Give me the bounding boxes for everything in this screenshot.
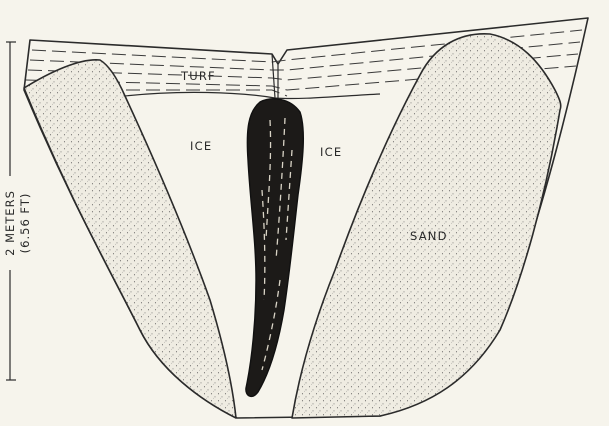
label-sand: SAND (410, 229, 448, 243)
turf-base (125, 92, 380, 98)
scale-label-feet: (6.56 FT) (18, 193, 32, 254)
scale-label-meters: 2 METERS (3, 190, 17, 256)
label-ice-right: ICE (320, 145, 342, 159)
sand-right (292, 34, 561, 418)
organic-vein (246, 99, 303, 397)
label-turf: TURF (180, 69, 216, 83)
sand-left (24, 60, 236, 418)
label-ice-left: ICE (190, 139, 212, 153)
